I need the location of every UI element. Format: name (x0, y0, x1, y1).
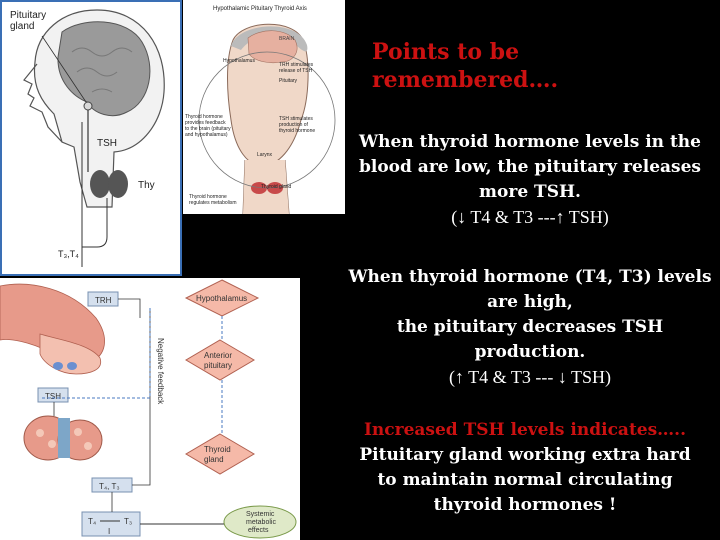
pituitary-pointer (41, 35, 87, 103)
larynx-label: Larynx (257, 152, 273, 158)
brain-folds (71, 47, 133, 93)
tsh-label: TSH (97, 138, 117, 149)
tsh-stim-1: TSH stimulates (279, 116, 313, 122)
feedback-ring (198, 51, 336, 189)
flow-lines (53, 298, 151, 512)
para1-line-3: more TSH. (479, 182, 581, 202)
negative-feedback-label: Negative feedback (156, 338, 165, 405)
para1-formula: (↓ T4 & T3 ---↑ TSH) (451, 207, 609, 227)
feedback-diagram: TRH TSH T₄, T₃ T₄ T₃ I Negative feedback… (0, 279, 297, 539)
thyroid-gland-label: Thyroid gland (261, 184, 292, 190)
para3-line-1: Pituitary gland working extra hard (359, 445, 691, 465)
t4t3-box-label: T₄, T₃ (99, 482, 120, 491)
negative-feedback-line (40, 308, 151, 399)
para3-line-3: thyroid hormones ! (433, 495, 617, 515)
systemic-label-1: Systemic (246, 511, 275, 518)
cell-dot-2 (67, 362, 77, 370)
tsh-box (37, 387, 69, 403)
head-diagram: Pituitary gland TSH Thy T₃,T₄ (10, 9, 165, 267)
thyroid-diamond-label-1: Thyroid (204, 445, 231, 454)
para2-formula: (↑ T4 & T3 --- ↓ TSH) (449, 367, 611, 387)
tsh-box-label: TSH (45, 392, 61, 401)
paragraph-low-levels: When thyroid hormone levels in the blood… (330, 130, 720, 230)
thyroid-lobe-left (90, 170, 110, 198)
brain-label: BRAIN (279, 36, 295, 42)
thyroid-left (251, 182, 267, 194)
feedback-text-2: provides feedback (185, 120, 226, 126)
anterior-pituitary-diamond: Anterior pituitary (185, 339, 255, 381)
heading-line-1: Points to be (372, 39, 520, 65)
para2-line-1: When thyroid hormone (T4, T3) levels (348, 267, 712, 287)
head-diagram-panel: Pituitary gland TSH Thy T₃,T₄ (0, 0, 182, 276)
pituitary-label-line2: gland (10, 21, 34, 32)
regulates-label-2: regulates metabolism (189, 200, 237, 206)
trh-label-2: release of TSH (279, 68, 313, 74)
slide-heading: Points to be remembered…. (372, 38, 672, 94)
thyroid-diamond: Thyroid gland (185, 433, 255, 475)
trh-label-1: TRH stimulates (279, 62, 314, 68)
face-profile (23, 63, 63, 143)
systemic-label-3: effects (248, 527, 269, 534)
tsh-stim-2: production of (279, 122, 309, 128)
t3t4-label: T₃,T₄ (58, 249, 79, 259)
pituitary-axis-label: Pituitary (279, 78, 298, 84)
hypothalamus-label: Hypothalamus (223, 58, 255, 64)
conversion-box (81, 511, 141, 537)
para2-line-4: production. (474, 342, 586, 362)
brain-shape (57, 21, 151, 117)
thyroid-lobe-right (108, 170, 128, 198)
thyroid-label: Thy (138, 180, 155, 191)
trh-box-label: TRH (95, 296, 112, 305)
feedback-text-3: to the brain (pituitary (185, 126, 231, 132)
hypothalamus-diamond-label: Hypothalamus (196, 294, 247, 303)
anterior-label-2: pituitary (204, 361, 232, 370)
t3t4-line (82, 198, 108, 248)
brain-inset (247, 30, 298, 64)
feedback-text-1: Thyroid hormone (185, 114, 223, 120)
thyroid-right (267, 182, 283, 194)
hair-shape (231, 26, 308, 52)
t3-label: T₃ (124, 517, 132, 526)
heading-line-2: remembered…. (372, 67, 559, 93)
thyroid-diamond-label-2: gland (204, 455, 224, 464)
cell-dot-1 (53, 362, 63, 370)
iodine-label: I (108, 527, 110, 536)
paragraph-high-levels: When thyroid hormone (T4, T3) levels are… (330, 265, 720, 390)
para1-line-1: When thyroid hormone levels in the (359, 132, 701, 152)
para3-line-2: to maintain normal circulating (377, 470, 673, 490)
para1-line-2: blood are low, the pituitary releases (358, 157, 702, 177)
para2-line-2: are high, (487, 292, 573, 312)
axis-title: Hypothalamic Pituitary Thyroid Axis (213, 6, 307, 12)
tsh-stim-3: thyroid hormone (279, 128, 315, 134)
thyroid-cluster (23, 415, 103, 461)
para2-line-3: the pituitary decreases TSH (396, 317, 664, 337)
trachea (58, 418, 70, 458)
paragraph-increased-tsh: Increased TSH levels indicates….. Pituit… (325, 418, 720, 518)
regulates-label-1: Thyroid hormone (189, 194, 227, 200)
t4-label: T₄ (88, 517, 96, 526)
feedback-diagram-panel: TRH TSH T₄, T₃ T₄ T₃ I Negative feedback… (0, 278, 300, 540)
hypothalamus-diamond: Hypothalamus (184, 279, 260, 317)
axis-diagram: Hypothalamic Pituitary Thyroid Axis BRAI… (185, 6, 336, 214)
axis-diagram-panel: Hypothalamic Pituitary Thyroid Axis BRAI… (183, 0, 345, 214)
anterior-label-1: Anterior (204, 351, 232, 360)
feedback-text-4: and hypothalamus) (185, 132, 228, 138)
systemic-effects-ellipse: Systemic metabolic effects (223, 505, 297, 539)
para3-highlight: Increased TSH levels indicates….. (363, 420, 687, 440)
pituitary-dot (83, 101, 93, 111)
systemic-label-2: metabolic (246, 519, 276, 526)
pituitary-label-line1: Pituitary (10, 10, 46, 21)
